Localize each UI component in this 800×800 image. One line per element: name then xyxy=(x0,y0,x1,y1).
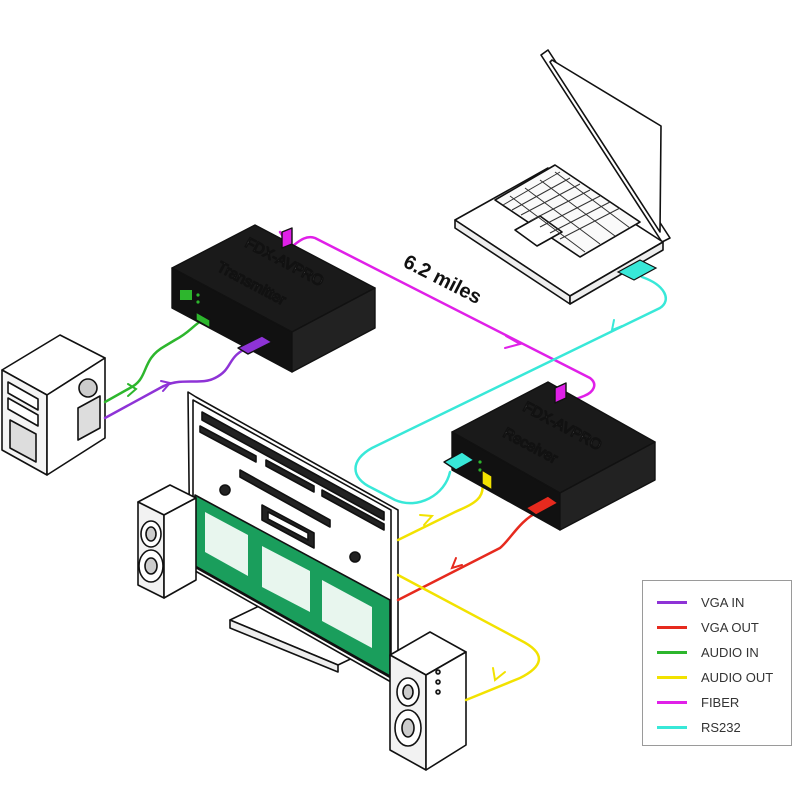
legend-swatch xyxy=(657,651,687,654)
receiver-unit: FDX-AVPRO Receiver xyxy=(443,381,656,531)
legend-item-vga-in: VGA IN xyxy=(657,595,744,610)
legend-swatch xyxy=(657,626,687,629)
legend-swatch xyxy=(657,676,687,679)
legend-label: FIBER xyxy=(701,695,740,710)
rs232-cable xyxy=(354,275,667,505)
speaker-icon xyxy=(137,484,197,599)
speaker-icon xyxy=(389,631,467,771)
legend: VGA IN VGA OUT AUDIO IN AUDIO OUT FIBER … xyxy=(642,580,792,746)
legend-swatch xyxy=(657,701,687,704)
legend-item-audio-out: AUDIO OUT xyxy=(657,670,773,685)
rs232-connector xyxy=(616,259,658,281)
laptop-icon xyxy=(454,49,671,305)
vga-in-cable xyxy=(103,344,254,420)
fiber-cable xyxy=(278,230,596,407)
legend-label: RS232 xyxy=(701,720,741,735)
arrow-icon xyxy=(127,319,623,682)
monitor-icon xyxy=(187,391,399,687)
distance-label: 6.2 miles xyxy=(400,251,485,309)
audio-in-cable xyxy=(103,316,207,404)
pc-tower-icon xyxy=(1,334,106,476)
legend-label: AUDIO OUT xyxy=(701,670,774,685)
legend-item-audio-in: AUDIO IN xyxy=(657,645,759,660)
transmitter-unit: FDX-AVPRO Transmitter xyxy=(171,224,376,373)
legend-item-vga-out: VGA OUT xyxy=(657,620,759,635)
legend-item-fiber: FIBER xyxy=(657,695,739,710)
legend-swatch xyxy=(657,601,687,604)
legend-label: VGA IN xyxy=(701,595,745,610)
legend-swatch xyxy=(657,726,687,729)
legend-label: VGA OUT xyxy=(701,620,759,635)
legend-label: AUDIO IN xyxy=(701,645,759,660)
legend-item-rs232: RS232 xyxy=(657,720,741,735)
